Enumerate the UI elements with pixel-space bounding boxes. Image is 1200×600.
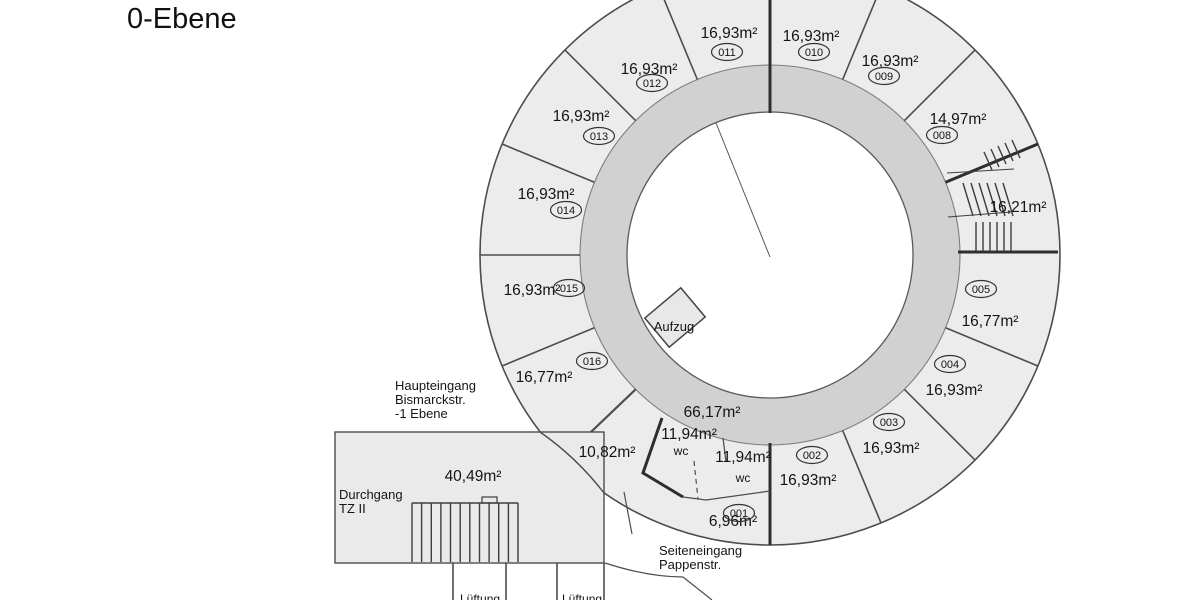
- room-015: 16,93m² 015: [504, 278, 586, 299]
- wc-right-label: wc: [735, 471, 751, 485]
- stair-flight-middle: [962, 182, 1014, 217]
- vent-label-1: Lüftung: [460, 592, 500, 600]
- room-015-oval: [552, 278, 586, 298]
- room-005-number: 005: [972, 284, 990, 296]
- room-015-number: 015: [560, 283, 578, 295]
- passage-area: 40,49m²: [445, 468, 502, 485]
- elevator: Aufzug: [643, 286, 707, 349]
- room-008-number: 008: [933, 130, 951, 142]
- annex-lower-cells: [452, 563, 605, 600]
- stair-flight-lower: [975, 222, 1012, 251]
- misc-labels: 66,17m² 11,94m² wc 11,94m² wc 10,82m² 40…: [445, 404, 771, 485]
- wc-rooms: [623, 417, 771, 535]
- elevator-shaft: [643, 286, 707, 349]
- vent-label-2: Lüftung: [562, 592, 602, 600]
- room-004-area: 16,93m²: [926, 382, 983, 399]
- room-012-number: 012: [643, 78, 661, 90]
- room-011-oval: [710, 42, 744, 62]
- room-012: 16,93m² 012: [621, 61, 678, 93]
- room-012-area: 16,93m²: [621, 61, 678, 78]
- room-005-area: 16,77m²: [962, 313, 1019, 330]
- room-009-area: 16,93m²: [862, 53, 919, 70]
- room-001: 6,96m² 001: [709, 503, 757, 530]
- circular-building: [479, 0, 1061, 546]
- room-008: 14,97m² 008: [925, 111, 987, 145]
- room-011-area: 16,93m²: [701, 25, 758, 42]
- side-entrance-line2: Pappenstr.: [659, 557, 721, 572]
- annex-stairs: [411, 496, 519, 562]
- room-002: 002 16,93m²: [780, 445, 837, 489]
- room-009-number: 009: [875, 71, 893, 83]
- room-016: 016 16,77m²: [516, 351, 609, 386]
- room-010-oval: [797, 42, 831, 62]
- room-001-oval: [722, 503, 756, 523]
- room-011: 16,93m² 011: [701, 25, 758, 62]
- main-entrance-line2: Bismarckstr.: [395, 392, 466, 407]
- room-014-number: 014: [557, 205, 575, 217]
- stair-flight-upper: [983, 139, 1021, 171]
- room-013-oval: [582, 126, 616, 146]
- room-012-oval: [635, 73, 669, 93]
- room-001-number: 001: [730, 508, 748, 520]
- stairwell-right: [946, 139, 1021, 251]
- room-008-oval: [925, 125, 959, 145]
- room-004: 004 16,93m²: [926, 354, 983, 399]
- room-002-area: 16,93m²: [780, 472, 837, 489]
- side-entrance-path: [604, 562, 713, 600]
- room-002-oval: [795, 445, 829, 465]
- room-008-area: 14,97m²: [930, 111, 987, 128]
- room-003-number: 003: [880, 417, 898, 429]
- room-016-area: 16,77m²: [516, 369, 573, 386]
- stairwell-area-label: 16,21m²: [990, 199, 1047, 216]
- room-001-top-wall: [682, 490, 771, 501]
- room-009-oval: [867, 66, 901, 86]
- room-004-oval: [933, 354, 967, 374]
- room-001-area: 6,96m²: [709, 513, 757, 530]
- room-013-number: 013: [590, 131, 608, 143]
- room-016-number: 016: [583, 356, 601, 368]
- corridor-area: 66,17m²: [684, 404, 741, 421]
- room-005: 005 16,77m²: [962, 279, 1019, 330]
- svg-text:16,21m²: 16,21m²: [990, 199, 1047, 216]
- wc-left-area: 11,94m²: [661, 426, 717, 443]
- elevator-label: Aufzug: [654, 319, 694, 334]
- partition-walls: [480, 0, 1058, 545]
- room-013: 16,93m² 013: [553, 108, 616, 146]
- passage-line1: Durchgang: [339, 487, 403, 502]
- room-013-area: 16,93m²: [553, 108, 610, 125]
- wc-left-label: wc: [673, 444, 689, 458]
- room-002-number: 002: [803, 450, 821, 462]
- room-004-number: 004: [941, 359, 959, 371]
- room-014-area: 16,93m²: [518, 186, 575, 203]
- annex-building: [334, 431, 713, 600]
- room-labels: 16,93m² 011 16,93m² 010 16,93m² 009 14,9…: [504, 25, 1047, 530]
- side-entrance-line1: Seiteneingang: [659, 543, 742, 558]
- page-title: 0-Ebene: [127, 3, 237, 35]
- annotations: 0-Ebene Haupteingang Bismarckstr. -1 Ebe…: [127, 3, 742, 600]
- room-010-area: 16,93m²: [783, 28, 840, 45]
- wc-left-wall: [641, 417, 684, 499]
- room-014-oval: [549, 200, 583, 220]
- main-entrance-line1: Haupteingang: [395, 378, 476, 393]
- wc-door-dashed: [693, 460, 699, 500]
- passage-line2: TZ II: [339, 501, 366, 516]
- room-003: 003 16,93m²: [863, 412, 920, 457]
- room-014: 16,93m² 014: [518, 186, 583, 220]
- wc-right-area: 11,94m²: [715, 449, 771, 466]
- room-015-area: 16,93m²: [504, 282, 561, 299]
- room-016-oval: [575, 351, 609, 371]
- outer-circle-arc-through-annex: [539, 431, 605, 494]
- main-entrance-line3: -1 Ebene: [395, 406, 448, 421]
- room-005-oval: [964, 279, 998, 299]
- room-003-area: 16,93m²: [863, 440, 920, 457]
- room-010-number: 010: [805, 47, 823, 59]
- room-009: 16,93m² 009: [862, 53, 919, 86]
- inner-courtyard: [626, 111, 914, 399]
- room-010: 16,93m² 010: [783, 28, 840, 62]
- room-003-oval: [872, 412, 906, 432]
- room-011-number: 011: [718, 47, 736, 59]
- small-room-area: 10,82m²: [579, 444, 636, 461]
- radius-line: [715, 122, 771, 258]
